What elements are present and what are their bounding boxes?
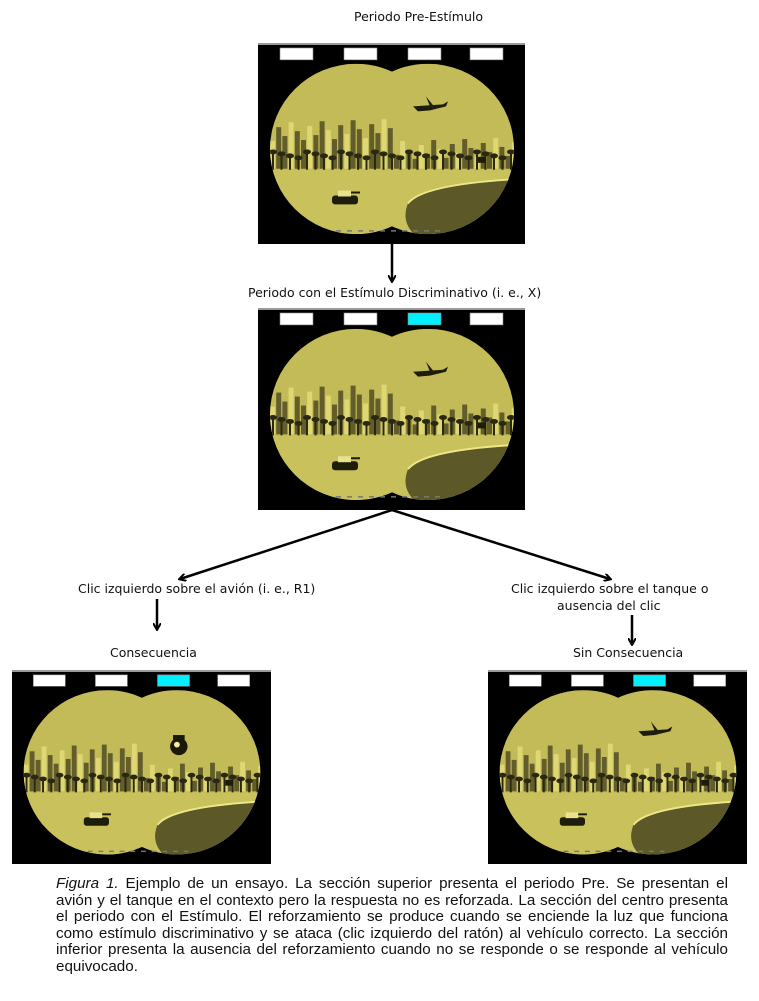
tank-icon[interactable] [332, 190, 360, 205]
label-no-consequence: Sin Consecuencia [573, 645, 684, 660]
figure-caption: Figura 1. Ejemplo de un ensayo. La secci… [56, 875, 728, 976]
label-click-plane: Clic izquierdo sobre el avión (i. e., R1… [78, 581, 316, 596]
plane-exploding-icon [170, 735, 188, 756]
indicator-light-1 [33, 674, 66, 687]
indicator-light-1 [509, 674, 542, 687]
panel-consequence [12, 670, 271, 864]
binocular-view [499, 674, 737, 855]
range-scale [563, 850, 665, 853]
binocular-view [270, 47, 514, 235]
panel-discriminative-stimulus [258, 308, 525, 510]
label-click-tank-line2: ausencia del clic [557, 598, 661, 613]
range-scale [87, 850, 189, 853]
indicator-light-3 [157, 674, 190, 687]
indicator-light-4 [693, 674, 726, 687]
plane-icon[interactable] [413, 96, 448, 112]
indicator-light-2 [343, 47, 378, 61]
range-scale [336, 496, 440, 498]
tank-icon[interactable] [83, 812, 111, 826]
indicator-light-4 [469, 47, 504, 61]
indicator-light-4 [469, 312, 504, 326]
indicator-light-2 [343, 312, 378, 326]
tank-icon[interactable] [332, 456, 360, 471]
indicator-light-3 [407, 312, 442, 326]
binocular-view [23, 674, 261, 855]
label-click-tank-line1: Clic izquierdo sobre el tanque o [511, 581, 709, 596]
tank-icon[interactable] [559, 812, 587, 826]
indicator-light-1 [279, 47, 314, 61]
indicator-light-2 [571, 674, 604, 687]
indicator-light-3 [633, 674, 666, 687]
label-pre-stimulus: Periodo Pre-Estímulo [354, 9, 483, 24]
figure-label: Figura 1. [56, 875, 119, 892]
label-discriminative-stimulus: Periodo con el Estímulo Discriminativo (… [248, 285, 542, 300]
label-consequence: Consecuencia [110, 645, 197, 660]
panel-no-consequence [488, 670, 747, 864]
arrow-sd-to-tank-click [391, 508, 610, 579]
indicator-light-2 [95, 674, 128, 687]
arrow-sd-to-plane-click [180, 508, 393, 579]
binocular-view [270, 312, 514, 501]
indicator-light-4 [217, 674, 250, 687]
indicator-light-3 [407, 47, 442, 61]
panel-pre-stimulus [258, 43, 525, 244]
caption-text: Ejemplo de un ensayo. La sección superio… [56, 875, 728, 975]
indicator-light-1 [279, 312, 314, 326]
plane-icon[interactable] [638, 721, 673, 736]
range-scale [336, 230, 440, 232]
